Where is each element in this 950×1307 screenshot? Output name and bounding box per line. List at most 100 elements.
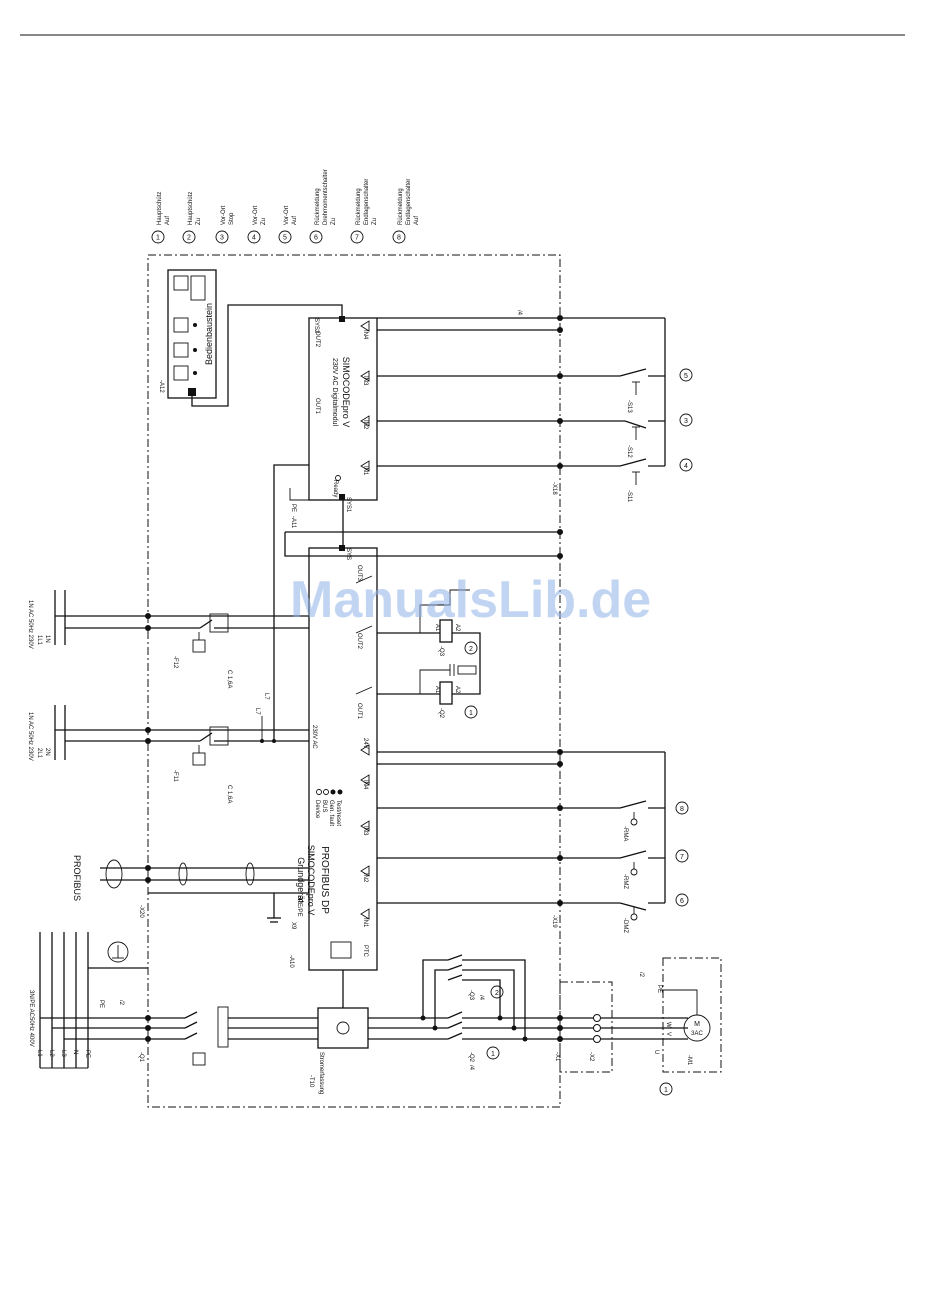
svg-text:X9: X9 [290, 922, 296, 930]
svg-text:Hauptschütz: Hauptschütz [188, 192, 194, 225]
svg-text:SIMOCODEpro V: SIMOCODEpro V [341, 357, 351, 428]
svg-text:Vor-Ort: Vor-Ort [221, 205, 227, 225]
svg-text:8: 8 [397, 235, 401, 242]
svg-text:7: 7 [355, 235, 359, 242]
svg-text:Rückmeldung: Rückmeldung [398, 188, 404, 225]
svg-text:3: 3 [220, 235, 224, 242]
svg-text:A1: A1 [434, 624, 440, 632]
svg-text:N: N [72, 1050, 78, 1054]
svg-text:W: W [665, 1022, 671, 1028]
svg-text:1: 1 [664, 1087, 668, 1094]
svg-text:Test/reset: Test/reset [335, 800, 341, 826]
svg-text:C 1,6A: C 1,6A [226, 785, 232, 803]
svg-text:IN4: IN4 [362, 780, 368, 790]
svg-text:230V AC Digitalmodul: 230V AC Digitalmodul [331, 358, 338, 427]
svg-text:PE: PE [98, 1000, 104, 1008]
svg-text:PTC: PTC [362, 945, 368, 958]
svg-text:A2: A2 [454, 686, 460, 694]
svg-text:8: 8 [680, 806, 684, 813]
svg-text:-Q1: -Q1 [138, 1052, 144, 1063]
svg-text:Rückmeldung: Rückmeldung [356, 188, 362, 225]
svg-text:Zu: Zu [331, 218, 337, 225]
svg-text:C 1,6A: C 1,6A [226, 670, 232, 688]
svg-text:Bedienbaustein: Bedienbaustein [204, 303, 214, 365]
svg-text:-S11: -S11 [626, 490, 632, 503]
a10-basic-unit: PROFIBUS DP SIMOCODEpro V Grundgerät Dev… [288, 545, 378, 971]
svg-text:SYS: SYS [345, 548, 351, 560]
svg-text:PE: PE [290, 504, 296, 512]
svg-text:/4: /4 [478, 995, 484, 1001]
svg-text:1N AC 50Hz 230V: 1N AC 50Hz 230V [27, 712, 33, 761]
svg-text:Auf: Auf [414, 216, 420, 225]
svg-text:/2: /2 [118, 1000, 124, 1006]
svg-text:Zu: Zu [196, 218, 202, 225]
svg-text:-X18: -X18 [551, 482, 557, 495]
svg-text:Auf: Auf [292, 216, 298, 225]
svg-text:IN3: IN3 [362, 826, 368, 836]
svg-text:PROFIBUS DP: PROFIBUS DP [319, 846, 330, 914]
svg-text:OUT1: OUT1 [314, 398, 320, 415]
svg-text:Hauptschütz: Hauptschütz [157, 192, 163, 225]
svg-text:BUS: BUS [321, 800, 327, 812]
svg-text:3N/PE AC50Hz 400V: 3N/PE AC50Hz 400V [28, 990, 34, 1047]
svg-text:OUT2: OUT2 [314, 331, 320, 348]
watermark: ManualsLib.de [290, 571, 651, 629]
svg-text:Endlagenschalter: Endlagenschalter [364, 179, 370, 225]
svg-text:SYS1: SYS1 [345, 497, 351, 513]
svg-text:/4: /4 [516, 310, 522, 316]
svg-text:1N AC 50Hz 230V: 1N AC 50Hz 230V [27, 600, 33, 649]
svg-text:IN4: IN4 [362, 330, 368, 340]
svg-text:/2: /2 [638, 972, 644, 978]
svg-text:4: 4 [684, 463, 688, 470]
svg-text:-RMA: -RMA [622, 826, 628, 841]
svg-text:L1: L1 [36, 1050, 42, 1057]
svg-text:U: U [653, 1050, 659, 1054]
svg-text:A1: A1 [434, 686, 440, 694]
x18-input-circuits: -S13 -S12 -S11 -X18 /4 5 3 4 [377, 310, 693, 559]
a12-panel: Bedienbaustein -A12 [158, 269, 217, 399]
svg-text:3AC: 3AC [691, 1031, 703, 1037]
svg-text:5: 5 [283, 235, 287, 242]
svg-text:-Q2: -Q2 [468, 1052, 474, 1063]
svg-text:5: 5 [684, 373, 688, 380]
svg-text:-S13: -S13 [626, 400, 632, 413]
svg-text:Rückmeldung: Rückmeldung [315, 188, 321, 225]
svg-text:M: M [694, 1021, 700, 1028]
svg-text:-X2: -X2 [588, 1052, 594, 1062]
svg-text:L7: L7 [263, 693, 269, 700]
svg-text:-T10: -T10 [308, 1075, 314, 1088]
x19-input-circuits: -RMA -RMZ -DMZ -X19 8 7 6 [377, 749, 689, 933]
svg-text:230V AC: 230V AC [311, 725, 317, 749]
svg-text:Stromerfassung: Stromerfassung [318, 1052, 324, 1094]
svg-text:IN1: IN1 [362, 918, 368, 928]
svg-text:IN2: IN2 [362, 420, 368, 430]
svg-text:-RMZ: -RMZ [622, 874, 628, 889]
svg-text:1L1: 1L1 [36, 635, 42, 646]
svg-text:Ready: Ready [332, 480, 338, 497]
svg-text:-DMZ: -DMZ [622, 918, 628, 933]
svg-text:SIMOCODEpro V: SIMOCODEpro V [306, 845, 316, 916]
svg-text:-A12: -A12 [158, 380, 164, 393]
svg-text:-A11: -A11 [290, 516, 296, 529]
aux-supply-feeds: L7 L7 -F12 -F11 C 1,6A C 1,6A 1N AC 50Hz… [27, 464, 309, 803]
svg-text:Gen. fault: Gen. fault [328, 800, 334, 826]
svg-text:PROFIBUS: PROFIBUS [72, 855, 82, 901]
svg-text:Drehmomentschalter: Drehmomentschalter [323, 169, 329, 225]
svg-text:7: 7 [680, 854, 684, 861]
svg-text:SPE/PE: SPE/PE [296, 895, 302, 917]
svg-text:OUT2: OUT2 [356, 633, 362, 650]
svg-text:6: 6 [680, 898, 684, 905]
svg-text:-F12: -F12 [172, 656, 178, 669]
svg-text:-X19: -X19 [551, 915, 557, 928]
svg-text:Vor-Ort: Vor-Ort [284, 205, 290, 225]
svg-text:-X1: -X1 [554, 1052, 560, 1062]
svg-text:Zu: Zu [261, 218, 267, 225]
svg-text:Zu: Zu [372, 218, 378, 225]
svg-text:1: 1 [469, 710, 473, 717]
